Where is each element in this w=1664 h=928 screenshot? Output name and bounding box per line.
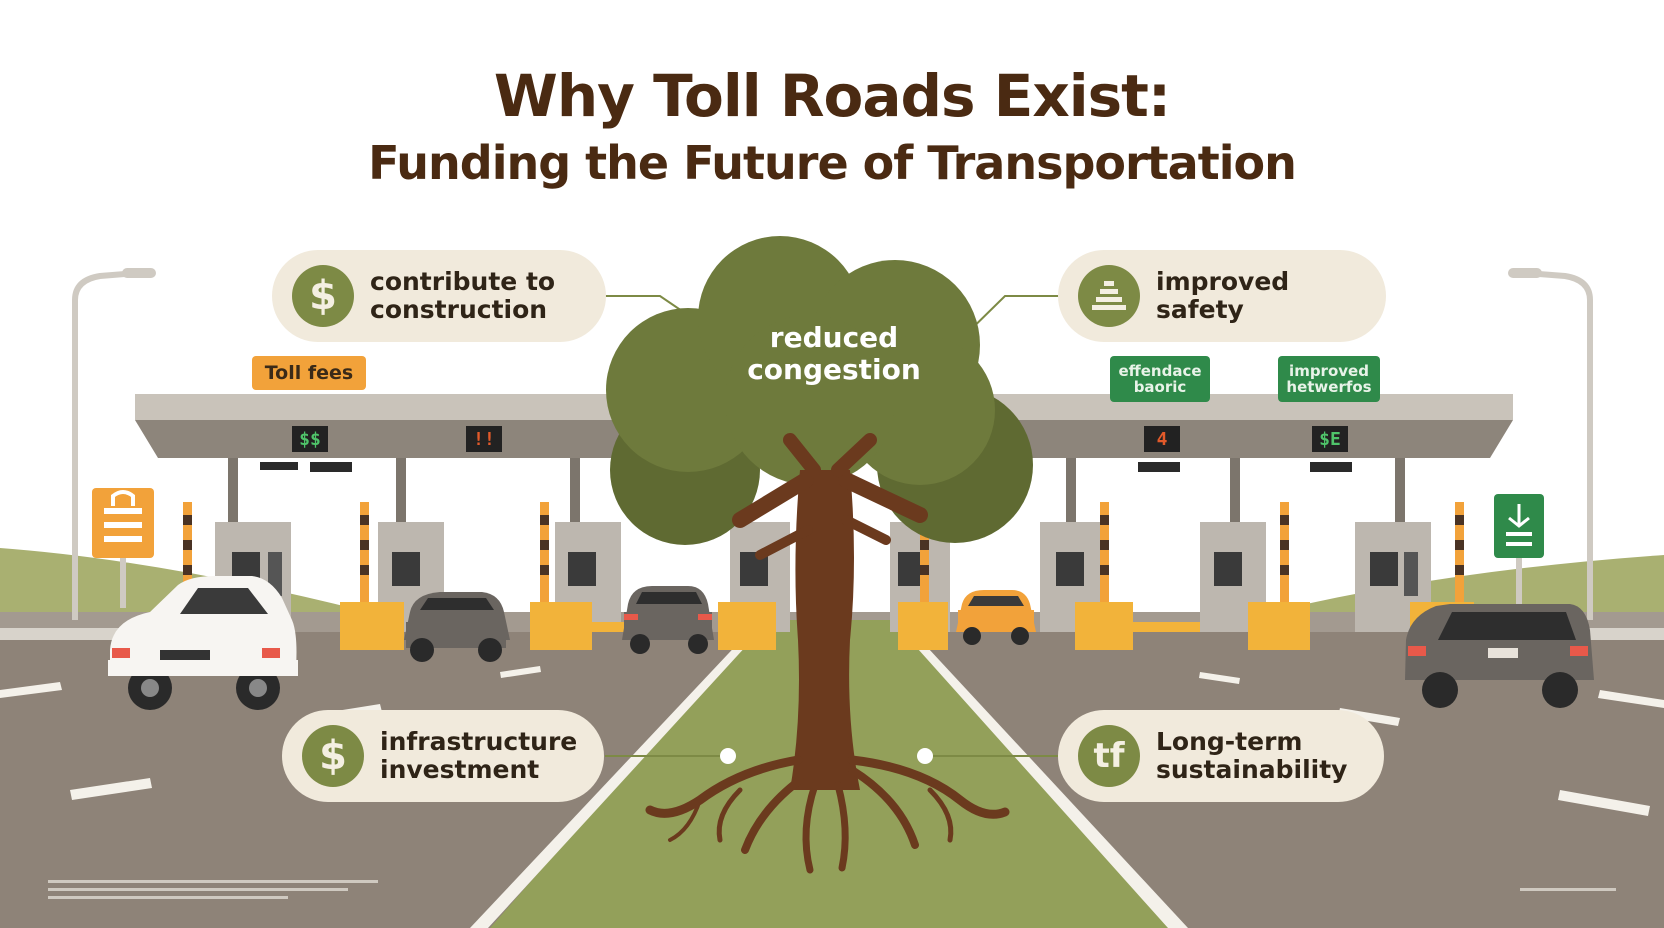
right-streetlight [1511,269,1593,620]
callout-line1: contribute to [370,267,556,296]
car-gray-center [622,586,714,654]
lane-display-4: $E [1312,426,1348,452]
car-gray-right [1405,604,1594,708]
center-callout-line2: congestion [747,353,921,386]
barrier-posts [183,502,1464,602]
barrier-bases [340,602,1474,650]
page-title: Why Toll Roads Exist: [493,62,1171,130]
dollar-icon: $ [292,265,354,327]
green-sign-b-line1: improved [1289,362,1369,380]
median-edge-right [892,620,1188,928]
lane-display-1: $$ [292,426,328,452]
car-orange-center [956,590,1036,645]
callout-improved-safety: improved safety [1058,250,1386,342]
connector-dot-right [917,748,933,764]
green-sign-a-line2: baoric [1133,378,1187,396]
car-white-left [108,576,298,710]
green-overhead-sign-a: effendace baoric [1110,356,1210,402]
connector-lines [605,295,1060,757]
tree-roots [645,755,1010,874]
median-edge-left [470,620,770,928]
center-callout-line1: reduced [769,321,899,354]
left-streetlight [72,269,151,620]
callout-text: improved safety [1156,268,1289,324]
tree-canopy [606,236,1033,545]
callout-text: infrastructure investment [380,728,577,784]
page-subtitle: Funding the Future of Transportation [368,136,1297,190]
center-callout-reduced-congestion: reduced congestion [700,322,968,386]
callout-line1: Long-term [1156,727,1303,756]
left-side-sign [92,488,154,608]
safety-stack-glyph [1092,281,1126,310]
toll-fees-label: Toll fees [264,362,354,384]
callout-text: Long-term sustainability [1156,728,1347,784]
callout-text: contribute to construction [370,268,555,324]
callout-long-term-sustainability: tf Long-term sustainability [1058,710,1384,802]
green-overhead-sign-b: improved hetwerfos [1278,356,1380,402]
fine-print-lines [48,880,1616,899]
callout-infrastructure-investment: $ infrastructure investment [282,710,604,802]
callout-line2: construction [370,295,548,324]
safety-stack-icon [1078,265,1140,327]
green-sign-a-line1: effendace [1118,362,1202,380]
connector-dot-left [720,748,736,764]
dollar-icon: $ [302,725,364,787]
callout-line1: improved [1156,267,1290,296]
lane-indicator-bars [260,462,1352,472]
lane-display-3: 4 [1144,426,1180,452]
callout-line1: infrastructure [380,727,578,756]
car-gray-left [404,592,510,662]
green-sign-b-line2: hetwerfos [1286,378,1372,396]
tf-icon: tf [1078,725,1140,787]
right-side-sign [1494,494,1544,608]
toll-fees-sign: Toll fees [252,356,366,390]
tree-trunk [732,433,928,790]
lane-display-2: !! [466,426,502,452]
callout-contribute-to-construction: $ contribute to construction [272,250,606,342]
callout-line2: sustainability [1156,755,1348,784]
callout-line2: safety [1156,295,1244,324]
callout-line2: investment [380,755,540,784]
